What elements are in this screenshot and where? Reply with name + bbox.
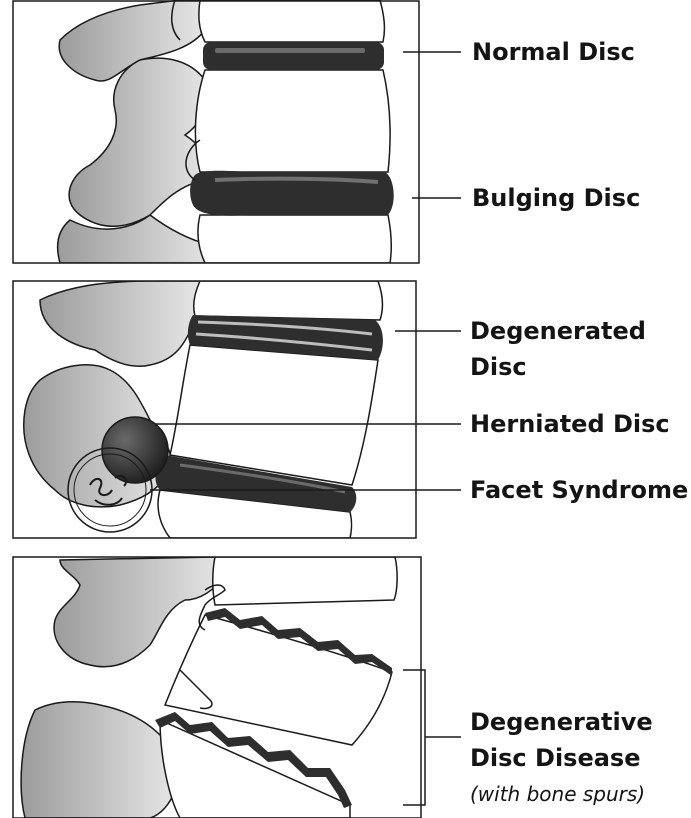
label-degenerated-disc: Degenerated Disc xyxy=(470,313,646,385)
posterior-element-lower xyxy=(58,215,215,263)
label-facet-syndrome: Facet Syndrome xyxy=(470,472,688,508)
label-degenerated-disc-line-2: Disc xyxy=(470,349,646,385)
panel-middle xyxy=(13,281,461,538)
vertebral-body-4 xyxy=(194,281,383,320)
vertebral-body-2 xyxy=(195,70,390,172)
vertebral-body-1 xyxy=(199,0,385,42)
label-degenerative-disc-disease: Degenerative Disc Disease xyxy=(470,704,653,776)
vertebral-body-7 xyxy=(213,557,397,605)
panel-bottom xyxy=(13,557,461,818)
posterior-element-lower-3 xyxy=(21,702,177,818)
vertebral-body-3 xyxy=(198,215,391,263)
label-ddd-line-1: Degenerative xyxy=(470,704,653,740)
note-with-bone-spurs: (with bone spurs) xyxy=(470,782,645,806)
label-normal-disc: Normal Disc xyxy=(472,34,635,70)
normal-disc xyxy=(203,42,384,70)
posterior-element-middle xyxy=(69,58,208,226)
panel-top xyxy=(13,0,461,263)
label-herniated-disc: Herniated Disc xyxy=(470,406,670,442)
posterior-element-upper-2 xyxy=(40,281,200,366)
label-bulging-disc: Bulging Disc xyxy=(472,180,640,216)
label-degenerated-disc-line-1: Degenerated xyxy=(470,313,646,349)
bracket-degenerative-disc-disease xyxy=(403,670,461,805)
herniation-bulge xyxy=(102,417,168,483)
label-ddd-line-2: Disc Disease xyxy=(470,740,653,776)
